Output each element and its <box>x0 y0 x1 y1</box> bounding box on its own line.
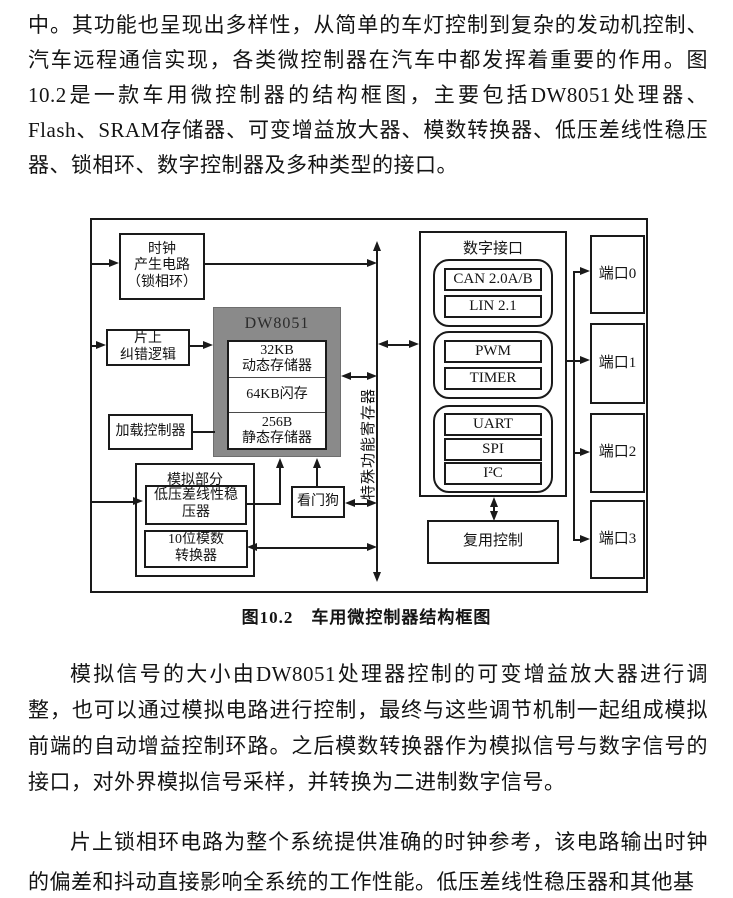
connector-line <box>493 505 495 513</box>
connector-line <box>193 431 215 433</box>
connector-line <box>353 503 369 505</box>
connector-line <box>190 345 205 347</box>
sfr-bus-line <box>376 250 378 573</box>
arrowhead <box>341 372 351 380</box>
arrowhead <box>367 372 377 380</box>
analog-part-label: 模拟部分 <box>167 473 223 488</box>
dw8051-label: DW8051 <box>244 315 310 332</box>
digital-interface-label: 数字接口 <box>462 241 523 257</box>
arrowhead <box>490 497 498 507</box>
arrowhead <box>276 458 284 468</box>
paragraph-2: 模拟信号的大小由DW8051处理器控制的可变增益放大器进行调整，也可以通过模拟电… <box>28 662 708 794</box>
arrowhead <box>133 497 143 505</box>
connector-line <box>247 503 281 505</box>
diagram-box-can: CAN 2.0A/B <box>444 268 542 292</box>
arrowhead <box>367 543 377 551</box>
arrowhead <box>409 340 419 348</box>
arrowhead <box>490 511 498 521</box>
diagram-box-port2: 端口2 <box>590 413 645 493</box>
connector-line <box>92 501 135 503</box>
connector-line <box>92 345 98 347</box>
diagram-box-port0: 端口0 <box>590 235 645 314</box>
arrowhead <box>109 259 119 267</box>
arrowhead <box>367 499 377 507</box>
arrowhead <box>345 499 355 507</box>
group-pwm-timer: PWM TIMER <box>433 331 553 399</box>
arrowhead <box>367 259 377 267</box>
dw8051-memory-stack: 32KB 动态存储器 64KB闪存 256B 静态存储器 <box>227 340 327 450</box>
diagram-box-port3: 端口3 <box>590 500 645 579</box>
arrowhead <box>580 448 590 456</box>
connector-line <box>316 467 318 486</box>
diagram-box-clock-pll: 时钟 产生电路 （锁相环） <box>119 233 205 300</box>
arrowhead <box>373 241 381 251</box>
diagram-box-load-controller: 加载控制器 <box>108 414 193 450</box>
arrowhead <box>203 341 213 349</box>
group-can-lin: CAN 2.0A/B LIN 2.1 <box>433 259 553 327</box>
connector-line <box>92 263 111 265</box>
diagram-box-uart: UART <box>444 412 542 436</box>
connector-line <box>573 271 575 541</box>
connector-line <box>205 263 369 265</box>
arrowhead <box>373 572 381 582</box>
diagram-box-ldo: 低压差线性稳 压器 <box>145 485 247 525</box>
diagram-box-analog-part: 模拟部分 低压差线性稳 压器 10位模数 转换器 <box>135 463 255 577</box>
diagram-box-timer: TIMER <box>444 366 542 390</box>
paragraph-1: 中。其功能也呈现出多样性，从简单的车灯控制到复杂的发动机控制、汽车远程通信实现，… <box>28 13 708 177</box>
arrowhead <box>580 356 590 364</box>
diagram-box-digital-interface: 数字接口 CAN 2.0A/B LIN 2.1 PWM TIMER UART S… <box>419 231 567 497</box>
arrowhead <box>247 543 257 551</box>
connector-line <box>255 547 369 549</box>
diagram-box-port1: 端口1 <box>590 323 645 404</box>
diagram-box-pwm: PWM <box>444 340 542 364</box>
arrowhead <box>378 340 388 348</box>
memory-cell-dram: 32KB 动态存储器 <box>242 343 312 375</box>
connector-line <box>349 376 370 378</box>
diagram-box-i2c: I²C <box>444 462 542 486</box>
connector-line <box>573 271 582 273</box>
diagram-box-adc: 10位模数 转换器 <box>144 530 248 568</box>
diagram-box-mux-control: 复用控制 <box>427 520 559 564</box>
arrowhead <box>580 267 590 275</box>
sfr-bus-label: 特殊功能寄存器 <box>361 388 377 501</box>
arrowhead <box>580 535 590 543</box>
diagram-box-lin: LIN 2.1 <box>444 294 542 318</box>
group-uart-spi-i2c: UART SPI I²C <box>433 405 553 493</box>
figure-caption: 图10.2 车用微控制器结构框图 <box>241 608 492 627</box>
figure-block-diagram: 时钟 产生电路 （锁相环） 片上 纠错逻辑 加载控制器 DW8051 32KB … <box>90 218 648 593</box>
connector-line <box>386 344 411 346</box>
diagram-box-watchdog: 看门狗 <box>291 486 345 518</box>
diagram-box-spi: SPI <box>444 437 542 461</box>
connector-line <box>573 452 582 454</box>
memory-cell-flash: 64KB闪存 <box>229 376 325 413</box>
memory-cell-sram: 256B 静态存储器 <box>229 412 325 448</box>
connector-line <box>573 539 582 541</box>
diagram-box-ecc-logic: 片上 纠错逻辑 <box>106 329 190 366</box>
connector-line <box>279 467 281 505</box>
paragraph-3: 片上锁相环电路为整个系统提供准确的时钟参考，该电路输出时钟的偏差和抖动直接影响全… <box>28 830 708 894</box>
arrowhead <box>96 341 106 349</box>
arrowhead <box>313 458 321 468</box>
diagram-box-dw8051: DW8051 32KB 动态存储器 64KB闪存 256B 静态存储器 <box>213 307 341 457</box>
